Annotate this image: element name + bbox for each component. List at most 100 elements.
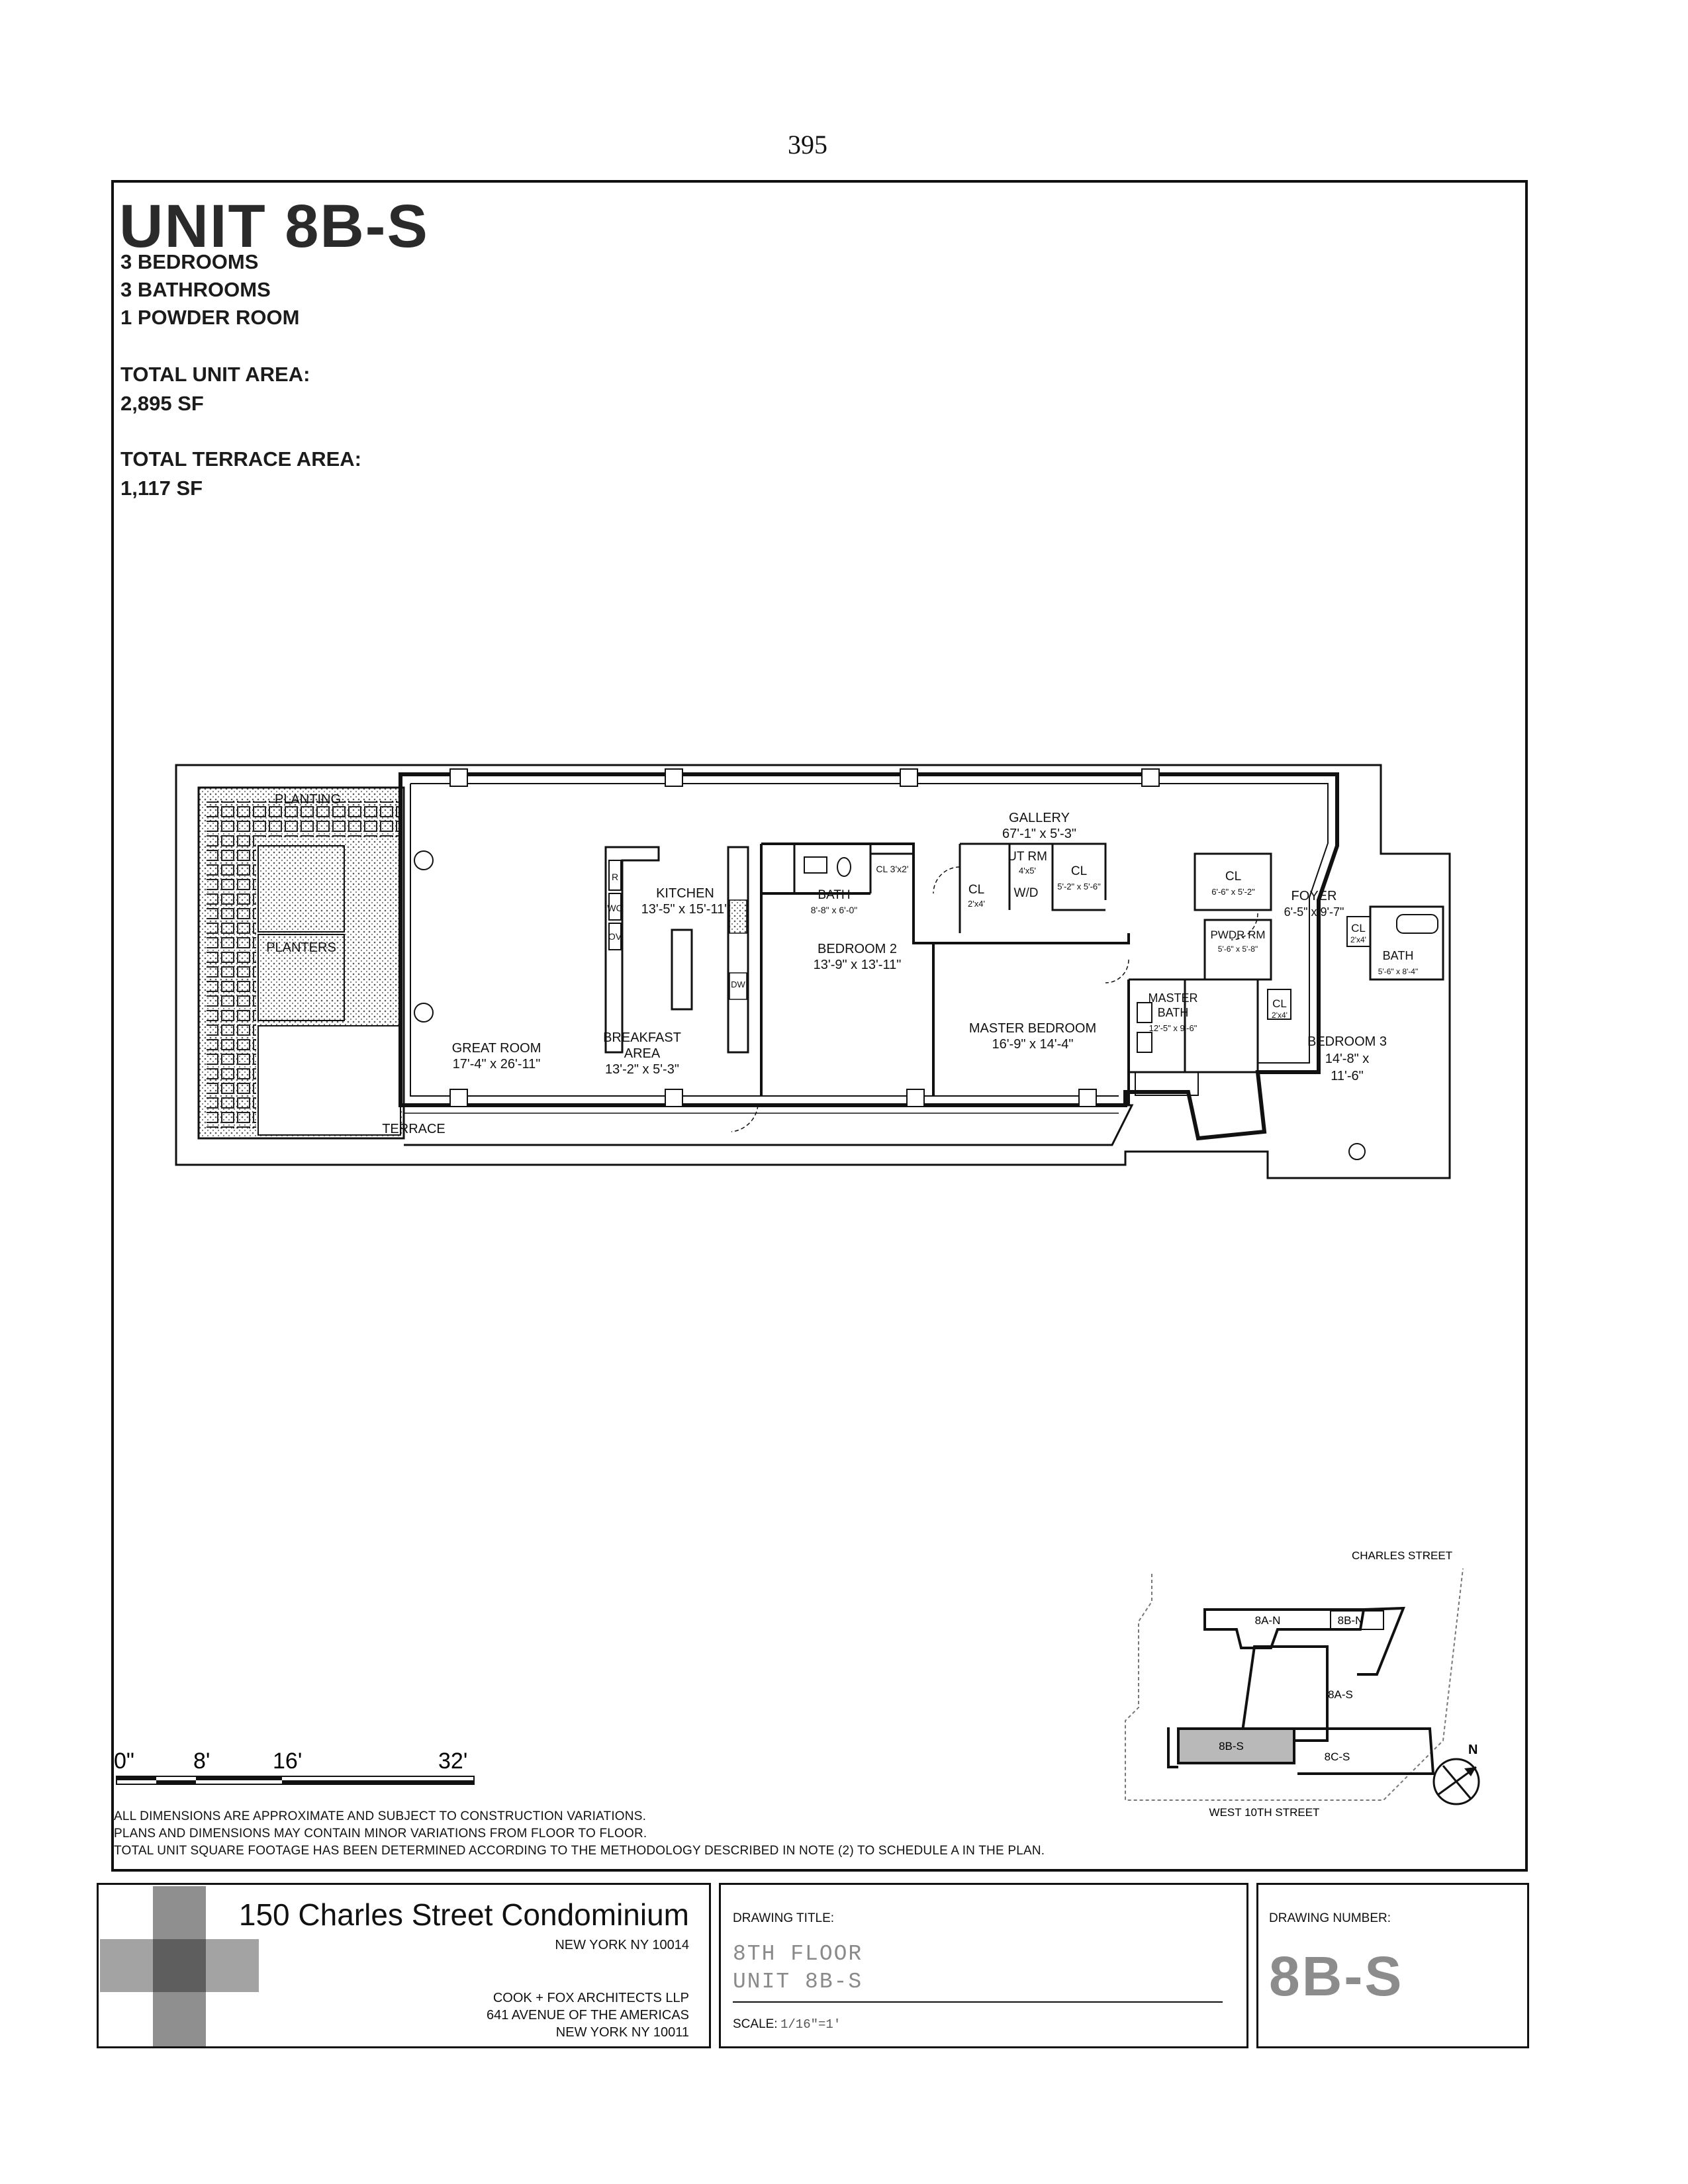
north-label: N xyxy=(1468,1743,1477,1757)
fixture-oven: OV xyxy=(608,931,622,942)
graphic-scale: 0" 8' 16' 32' xyxy=(114,1749,475,1785)
powder-room-count: 1 POWDER ROOM xyxy=(120,306,300,329)
kitchen-label: KITCHEN xyxy=(656,886,714,901)
columns xyxy=(414,850,1366,1160)
kitchen-island xyxy=(671,929,693,1011)
closet-6x5-label: CL xyxy=(1225,870,1241,884)
window-mullions xyxy=(449,768,1160,1107)
master-bedroom-dims: 16'-9" x 14'-4" xyxy=(992,1037,1073,1052)
kitchen-counter xyxy=(604,846,660,1054)
title-divider xyxy=(733,2001,1223,2003)
utility-walls xyxy=(959,842,1107,933)
drawing-frame xyxy=(111,180,1528,1872)
closet-6x5-dims: 6'-6" x 5'-2" xyxy=(1211,887,1255,897)
fixture-dishwasher: DW xyxy=(731,979,745,989)
planter-grid-top xyxy=(207,801,399,837)
key-plan-north-street: CHARLES STREET xyxy=(1352,1549,1452,1562)
scale-tick-16: 16' xyxy=(273,1749,302,1774)
architect-city: NEW YORK NY 10011 xyxy=(555,2025,689,2040)
drawing-number-label: DRAWING NUMBER: xyxy=(1269,1911,1391,1925)
floor-plan: PLANTING PLANTERS TERRACE R WC OV DW KIT… xyxy=(175,764,1451,1179)
master-bath-label-1: MASTER xyxy=(1148,991,1197,1005)
terrace-paving xyxy=(258,1025,401,1136)
project-box: 150 Charles Street Condominium NEW YORK … xyxy=(97,1883,711,2048)
fixture-refrigerator: R xyxy=(612,872,618,882)
key-plan: CHARLES STREET 8A-N 8B-N 8A-S 8B-S 8C-S … xyxy=(1125,1549,1480,1819)
closet-foyer-dims: 2'x4' xyxy=(1350,935,1366,944)
closet-3x2: CL 3'x2' xyxy=(876,864,908,874)
planting-label: PLANTING xyxy=(275,792,341,807)
unit-area-value: 2,895 SF xyxy=(120,392,204,415)
bedroom-2-dims: 13'-9" x 13'-11" xyxy=(814,958,902,972)
gallery-dims: 67'-1" x 5'-3" xyxy=(1002,827,1076,841)
master-bedroom-label: MASTER BEDROOM xyxy=(969,1021,1096,1036)
drawing-title-label: DRAWING TITLE: xyxy=(733,1911,835,1925)
drawing-title-line-1: 8TH FLOOR xyxy=(733,1942,863,1966)
drawing-title-box: DRAWING TITLE: 8TH FLOOR UNIT 8B-S SCALE… xyxy=(719,1883,1248,2048)
bedroom-3-label: BEDROOM 3 xyxy=(1307,1034,1387,1049)
master-bath-label-2: BATH xyxy=(1158,1006,1189,1019)
architect-address: 641 AVENUE OF THE AMERICAS xyxy=(486,2008,689,2023)
drawing-number-box: DRAWING NUMBER: 8B-S xyxy=(1256,1883,1529,2048)
bath-1-walls xyxy=(793,844,914,893)
bedroom-3-dims-2: 11'-6" xyxy=(1331,1069,1363,1083)
key-plan-south-bar xyxy=(1167,1727,1435,1775)
key-plan-south-street: WEST 10TH STREET xyxy=(1209,1806,1320,1819)
scale-value: 1/16"=1' xyxy=(780,2017,841,2032)
planter-grid-left xyxy=(207,837,256,1128)
bath-1-label: BATH xyxy=(818,888,850,902)
key-plan-center-block xyxy=(1239,1645,1329,1742)
exterior-wall xyxy=(399,772,1339,1141)
site-outline xyxy=(175,764,1451,1179)
bath-3-label: BATH xyxy=(1383,949,1414,962)
scale-label: SCALE: xyxy=(733,2017,778,2031)
master-bedroom-walls xyxy=(932,933,1130,1105)
bedroom-count: 3 BEDROOMS xyxy=(120,250,259,273)
great-room-dims: 17'-4" x 26'-11" xyxy=(453,1057,541,1071)
closet-foyer-label: CL xyxy=(1351,922,1366,934)
key-unit-8c-s: 8C-S xyxy=(1325,1751,1350,1763)
page-number: 395 xyxy=(788,130,827,159)
key-unit-8b-s: 8B-S xyxy=(1219,1740,1244,1752)
closet-2x4-label: CL xyxy=(968,883,984,897)
powder-room-dims: 5'-6" x 5'-8" xyxy=(1218,944,1258,954)
washer-dryer-label: W/D xyxy=(1014,886,1039,900)
north-arrow-icon: N xyxy=(1432,1743,1480,1805)
gallery-label: GALLERY xyxy=(1009,811,1070,825)
note-line-3: TOTAL UNIT SQUARE FOOTAGE HAS BEEN DETER… xyxy=(114,1844,1045,1858)
planter-box-2 xyxy=(258,934,345,1021)
planter-box-1 xyxy=(258,845,345,933)
breakfast-dims: 13'-2" x 5'-3" xyxy=(605,1062,679,1077)
terrace-label: TERRACE xyxy=(382,1122,445,1136)
bedroom-2-label: BEDROOM 2 xyxy=(818,942,897,956)
terrace-strip xyxy=(404,1104,1134,1146)
terrace-area-label: TOTAL TERRACE AREA: xyxy=(120,447,361,471)
drawing-number: 8B-S xyxy=(1269,1945,1404,2007)
door-swings xyxy=(731,866,1258,1132)
key-unit-8b-n: 8B-N xyxy=(1338,1614,1364,1627)
project-name: 150 Charles Street Condominium xyxy=(238,1897,689,1932)
scale-tick-32: 32' xyxy=(438,1749,467,1774)
note-line-2: PLANS AND DIMENSIONS MAY CONTAIN MINOR V… xyxy=(114,1827,647,1841)
breakfast-label-2: AREA xyxy=(624,1046,661,1061)
key-plan-site-outline xyxy=(1125,1568,1464,1801)
architect-logo xyxy=(100,1886,259,2046)
bath-3-dims: 5'-6" x 8'-4" xyxy=(1378,967,1418,976)
title-block: 150 Charles Street Condominium NEW YORK … xyxy=(97,1883,1529,2048)
closet-mb-label: CL xyxy=(1272,997,1287,1010)
key-unit-8a-n: 8A-N xyxy=(1255,1614,1281,1627)
note-line-1: ALL DIMENSIONS ARE APPROXIMATE AND SUBJE… xyxy=(114,1809,647,1823)
unit-title: UNIT 8B-S xyxy=(119,193,429,260)
kitchen-back-counter xyxy=(727,846,749,1054)
foyer-label: FOYER xyxy=(1291,889,1337,903)
drawing-title-line-2: UNIT 8B-S xyxy=(733,1970,863,1994)
closet-2x4-dims: 2'x4' xyxy=(968,899,985,909)
closet-5x5-dims: 5'-2" x 5'-6" xyxy=(1057,882,1101,891)
master-bath-dims: 12'-5" x 9'-6" xyxy=(1149,1023,1197,1033)
unit-area-label: TOTAL UNIT AREA: xyxy=(120,363,310,386)
closet-mb-dims: 2'x4' xyxy=(1272,1011,1288,1020)
fixture-wine-cooler: WC xyxy=(607,903,622,913)
scale-tick-8: 8' xyxy=(193,1749,210,1774)
key-unit-8a-s: 8A-S xyxy=(1328,1688,1353,1701)
closet-block-walls xyxy=(1194,852,1272,981)
